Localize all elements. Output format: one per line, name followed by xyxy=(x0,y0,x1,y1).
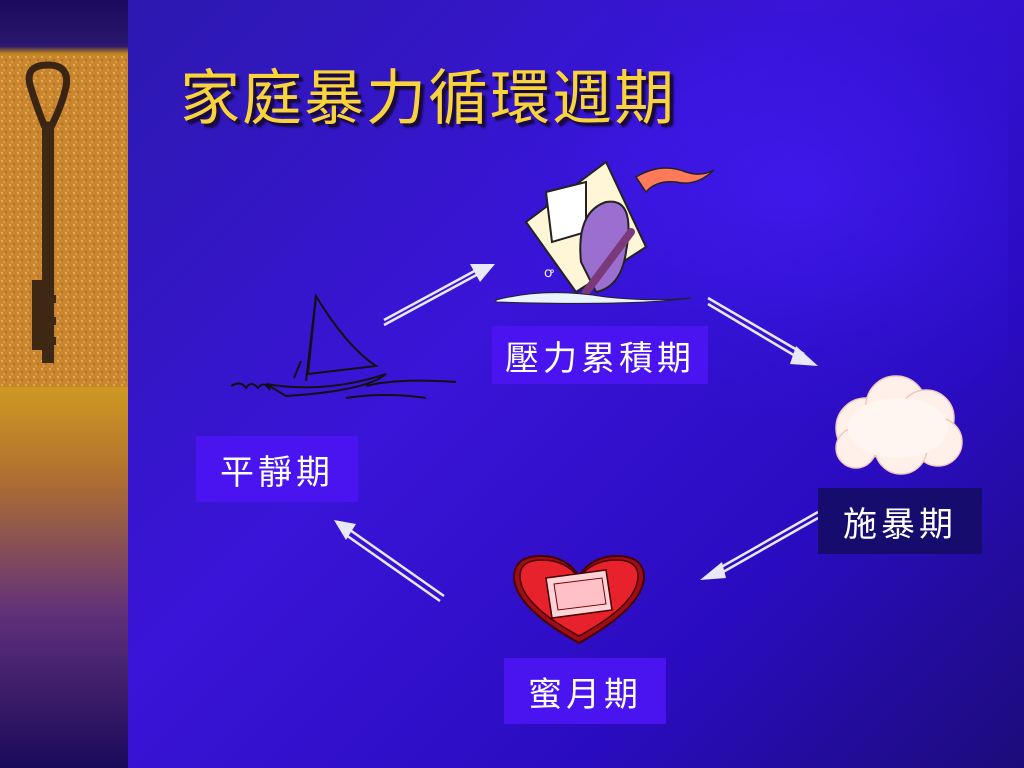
heart-box-clipart xyxy=(512,554,646,645)
arrow-violence-to-honeymoon xyxy=(700,510,819,580)
cloud-clipart xyxy=(835,375,963,475)
stage-label-calm: 平靜期 xyxy=(196,436,358,502)
key-photo xyxy=(0,55,128,387)
sailboat-clipart xyxy=(230,292,456,399)
arrow-pressure-to-violence xyxy=(707,296,818,366)
arrow-calm-to-pressure xyxy=(383,264,495,327)
stage-label-honeymoon: 蜜月期 xyxy=(504,658,666,724)
arrow-honeymoon-to-calm xyxy=(334,520,445,603)
svg-text:ꝍ: ꝍ xyxy=(544,265,554,281)
stage-label-violence: 施暴期 xyxy=(818,488,982,554)
sinking-person-clipart: ꝍ xyxy=(495,160,715,304)
stage-label-pressure: 壓力累積期 xyxy=(492,326,708,384)
slide-title: 家庭暴力循環週期 xyxy=(180,64,676,134)
